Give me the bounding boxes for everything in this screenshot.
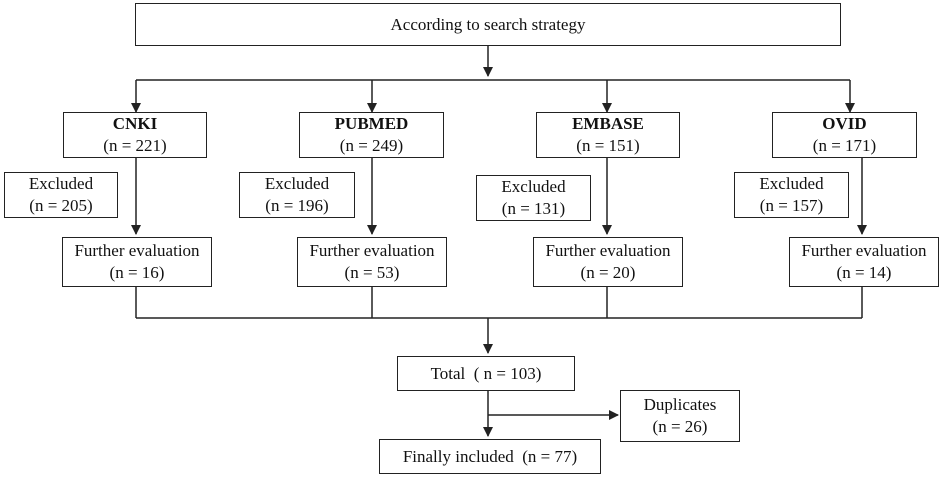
database-box-ovid: OVID (n = 171) xyxy=(772,112,917,158)
further-evaluation-label: Further evaluation xyxy=(309,241,435,260)
finally-included-box: Finally included (n = 77) xyxy=(379,439,601,474)
database-count: (n = 171) xyxy=(812,136,877,155)
excluded-label: Excluded xyxy=(28,174,94,193)
further-evaluation-count: (n = 20) xyxy=(580,263,636,282)
database-count: (n = 249) xyxy=(339,136,404,155)
finally-included-label: Finally included (n = 77) xyxy=(402,446,578,466)
further-evaluation-count: (n = 53) xyxy=(344,263,400,282)
excluded-box-embase: Excluded (n = 131) xyxy=(476,175,591,221)
database-box-embase: EMBASE (n = 151) xyxy=(536,112,680,158)
search-strategy-box: According to search strategy xyxy=(135,3,841,46)
excluded-box-pubmed: Excluded (n = 196) xyxy=(239,172,355,218)
database-count: (n = 151) xyxy=(576,136,640,155)
further-evaluation-count: (n = 14) xyxy=(836,263,892,282)
total-label: Total ( n = 103) xyxy=(430,363,542,383)
further-evaluation-box-embase: Further evaluation (n = 20) xyxy=(533,237,683,287)
duplicates-box: Duplicates (n = 26) xyxy=(620,390,740,442)
database-box-cnki: CNKI (n = 221) xyxy=(63,112,207,158)
excluded-count: (n = 157) xyxy=(759,196,824,215)
database-name: EMBASE xyxy=(572,114,644,133)
further-evaluation-label: Further evaluation xyxy=(74,241,200,260)
excluded-count: (n = 205) xyxy=(29,196,93,215)
excluded-count: (n = 196) xyxy=(265,196,329,215)
database-name: PUBMED xyxy=(334,114,409,133)
duplicates-label: Duplicates xyxy=(643,395,717,414)
total-box: Total ( n = 103) xyxy=(397,356,575,391)
search-strategy-label: According to search strategy xyxy=(390,14,586,34)
further-evaluation-count: (n = 16) xyxy=(109,263,165,282)
further-evaluation-label: Further evaluation xyxy=(801,241,927,260)
excluded-label: Excluded xyxy=(264,174,330,193)
further-evaluation-box-pubmed: Further evaluation (n = 53) xyxy=(297,237,447,287)
database-name: CNKI xyxy=(112,114,158,133)
excluded-count: (n = 131) xyxy=(501,199,566,218)
excluded-box-ovid: Excluded (n = 157) xyxy=(734,172,849,218)
database-name: OVID xyxy=(822,114,867,133)
database-box-pubmed: PUBMED (n = 249) xyxy=(299,112,444,158)
excluded-label: Excluded xyxy=(501,177,566,196)
further-evaluation-label: Further evaluation xyxy=(545,241,671,260)
excluded-box-cnki: Excluded (n = 205) xyxy=(4,172,118,218)
database-count: (n = 221) xyxy=(103,136,167,155)
further-evaluation-box-ovid: Further evaluation (n = 14) xyxy=(789,237,939,287)
further-evaluation-box-cnki: Further evaluation (n = 16) xyxy=(62,237,212,287)
excluded-label: Excluded xyxy=(759,174,824,193)
duplicates-count: (n = 26) xyxy=(652,417,708,436)
